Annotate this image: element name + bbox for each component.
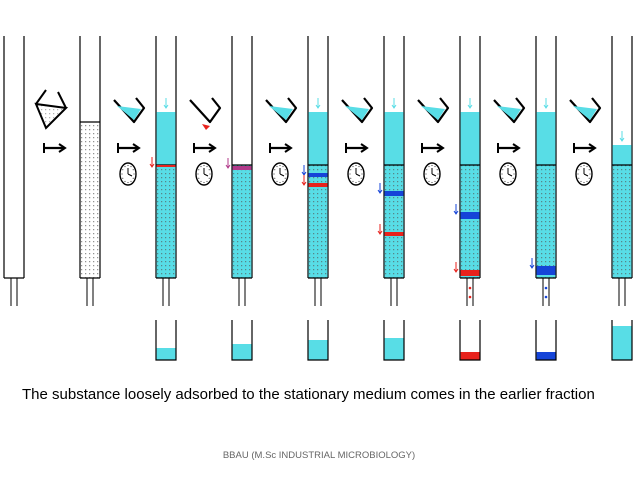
band-arrowhead-icon (453, 210, 459, 215)
collected-fraction (536, 352, 556, 360)
red-band (384, 232, 404, 236)
sample-drop (202, 124, 210, 130)
column (225, 36, 253, 361)
funnel-icon (113, 97, 146, 124)
blue-band (308, 173, 328, 177)
caption: The substance loosely adsorbed to the st… (22, 386, 595, 403)
collected-fraction (232, 344, 252, 360)
band-arrowhead-icon (377, 230, 383, 235)
funnel-icon (265, 97, 298, 124)
collection-tube (155, 320, 177, 361)
column (529, 36, 557, 361)
packed-bed (156, 165, 176, 278)
funnel-contents (117, 106, 141, 120)
arrow-right-icon (117, 143, 141, 153)
solvent-reservoir (536, 112, 556, 165)
arrow-right-icon (573, 143, 597, 153)
drop (544, 295, 548, 299)
funnel-icon (493, 97, 526, 124)
blue-band (384, 191, 404, 196)
footer-credit: BBAU (M.Sc INDUSTRIAL MICROBIOLOGY) (222, 450, 416, 461)
red-band (308, 183, 328, 187)
collected-fraction (384, 338, 404, 360)
arrow-right-icon (193, 143, 217, 153)
column (453, 36, 481, 361)
collection-tube (459, 320, 481, 361)
band-arrowhead-icon (225, 164, 231, 169)
column (377, 36, 405, 361)
band-arrowhead-icon (453, 268, 459, 273)
clock-icon (195, 162, 213, 186)
funnel-contents (269, 106, 293, 120)
solvent-reservoir (384, 112, 404, 165)
band-arrowhead-icon (529, 264, 535, 269)
packed-bed (536, 165, 556, 278)
collection-tube (383, 320, 405, 361)
column (3, 36, 25, 306)
funnel-icon (341, 97, 374, 124)
funnel-body-icon (189, 97, 222, 124)
inflow-arrowhead-icon (163, 104, 169, 109)
arrow-right-icon (421, 143, 445, 153)
collected-fraction (460, 352, 480, 360)
blue-band (536, 266, 556, 275)
clock-icon (423, 162, 441, 186)
collected-fraction (612, 326, 632, 360)
clock-icon (119, 162, 137, 186)
collection-tube (231, 320, 253, 361)
collection-tube (307, 320, 329, 361)
clock-icon (271, 162, 289, 186)
funnel-contents (497, 106, 521, 120)
arrow-right-icon (43, 143, 67, 153)
funnel-contents (345, 106, 369, 120)
band-arrowhead-icon (301, 181, 307, 186)
clock-icon (347, 162, 365, 186)
drop (468, 295, 472, 299)
packed-bed (232, 165, 252, 278)
column (149, 36, 177, 361)
drop (468, 286, 472, 290)
funnel-contents (421, 106, 445, 120)
blue-band (460, 212, 480, 219)
collection-tube (611, 320, 633, 361)
band-arrowhead-icon (149, 163, 155, 168)
solvent-reservoir (308, 112, 328, 165)
band-arrowhead-icon (377, 189, 383, 194)
drop (544, 286, 548, 290)
packed-bed (308, 165, 328, 278)
collected-fraction (308, 340, 328, 360)
inflow-arrowhead-icon (467, 104, 473, 109)
arrow-right-icon (269, 143, 293, 153)
arrow-right-icon (345, 143, 369, 153)
collection-tube (535, 320, 557, 361)
arrow-right-icon (497, 143, 521, 153)
blue-band (232, 166, 252, 170)
funnel-icon (417, 97, 450, 124)
solvent-reservoir (156, 112, 176, 165)
clock-icon (575, 162, 593, 186)
inflow-arrowhead-icon (315, 104, 321, 109)
red-band (460, 270, 480, 276)
column (611, 36, 633, 361)
powder-funnel-icon (34, 89, 69, 130)
column (79, 36, 101, 306)
red-band (156, 165, 176, 167)
packed-bed (384, 165, 404, 278)
funnel-contents (573, 106, 597, 120)
solvent-reservoir (612, 145, 632, 165)
collected-fraction (156, 348, 176, 360)
inflow-arrowhead-icon (619, 137, 625, 142)
funnel-icon (569, 97, 602, 124)
funnel-icon (189, 97, 222, 124)
packed-bed (612, 165, 632, 278)
clock-icon (499, 162, 517, 186)
packed-bed (80, 122, 100, 278)
inflow-arrowhead-icon (391, 104, 397, 109)
packed-bed (460, 165, 480, 278)
solvent-reservoir (460, 112, 480, 165)
inflow-arrowhead-icon (543, 104, 549, 109)
column (301, 36, 329, 361)
